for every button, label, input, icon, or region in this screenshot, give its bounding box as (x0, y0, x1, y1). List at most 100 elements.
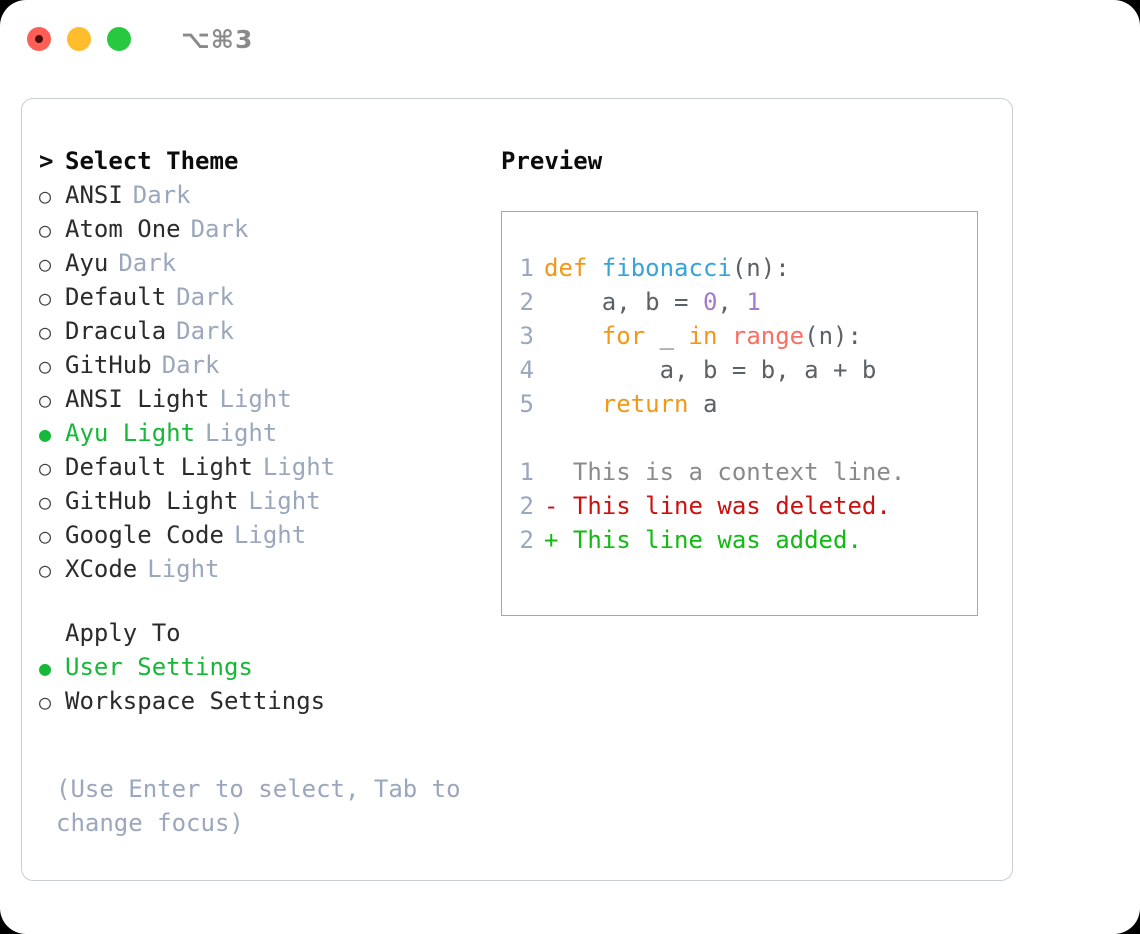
radio-icon[interactable]: ○ (39, 252, 52, 276)
keyboard-hint-text: (Use Enter to select, Tab to change focu… (56, 775, 461, 837)
diff-line-context: 1 This is a context line. (502, 458, 977, 492)
line-number: 3 (519, 322, 534, 350)
radio-icon[interactable]: ○ (39, 524, 52, 548)
list-item[interactable]: ○ Default Light Light (39, 453, 489, 487)
code-line: 1 def fibonacci(n): (502, 254, 977, 288)
list-item[interactable]: ○ GitHub Light Light (39, 487, 489, 521)
zoom-icon[interactable] (107, 27, 131, 51)
code-text: for _ in range(n): (544, 322, 862, 350)
theme-name: GitHub Light (65, 487, 239, 515)
token-number: 1 (746, 288, 761, 316)
apply-to-title: Apply To (65, 619, 181, 647)
radio-icon[interactable]: ○ (39, 456, 52, 480)
theme-name: Atom One (65, 215, 181, 243)
code-line: 5 return a (502, 390, 977, 424)
apply-to-label: User Settings (65, 653, 253, 681)
token-plain: (n): (804, 322, 862, 350)
theme-name: ANSI (65, 181, 123, 209)
token-keyword: for (601, 322, 646, 350)
line-number: 2 (519, 492, 534, 520)
token-plain (544, 322, 602, 350)
theme-name: Ayu (65, 249, 109, 277)
list-item-selected[interactable]: ● Ayu Light Light (39, 419, 489, 453)
line-number: 1 (519, 254, 534, 282)
radio-icon[interactable]: ○ (39, 354, 52, 378)
token-number: 0 (702, 288, 718, 316)
apply-to-header: · Apply To (39, 619, 489, 653)
theme-tag: Light (147, 555, 220, 583)
panel-columns: > Select Theme ○ ANSI Dark ○ Atom One Da… (22, 99, 1012, 880)
list-item[interactable]: ○ Atom One Dark (39, 215, 489, 249)
token-plain: , (717, 288, 747, 316)
list-item[interactable]: ○ ANSI Light Light (39, 385, 489, 419)
list-item[interactable]: ○ XCode Light (39, 555, 489, 589)
radio-icon-selected[interactable]: ● (39, 656, 52, 680)
token-plain: a, b = b, a + b (544, 356, 877, 384)
token-plain (717, 322, 731, 350)
token-plain (544, 390, 602, 418)
theme-name: XCode (65, 555, 138, 583)
list-item[interactable]: ○ ANSI Dark (39, 181, 489, 215)
minimize-icon[interactable] (67, 27, 91, 51)
theme-list-header: > Select Theme (39, 147, 489, 181)
code-text: return a (544, 390, 718, 418)
radio-icon[interactable]: ○ (39, 388, 52, 412)
list-item[interactable]: ○ Google Code Light (39, 521, 489, 555)
apply-to-option-selected[interactable]: ● User Settings (39, 653, 489, 687)
theme-selector-column: > Select Theme ○ ANSI Dark ○ Atom One Da… (39, 147, 489, 837)
code-text: def fibonacci(n): (544, 254, 790, 282)
theme-name: Default Light (65, 453, 253, 481)
title-bar: ⌥⌘3 (0, 0, 1140, 78)
theme-tag: Dark (176, 317, 234, 345)
radio-icon[interactable]: ○ (39, 320, 52, 344)
code-line: 3 for _ in range(n): (502, 322, 977, 356)
preview-panel: 1 def fibonacci(n): 2 a, b = 0, 1 3 for … (501, 211, 978, 616)
line-number: 1 (519, 458, 534, 486)
token-builtin: range (731, 322, 805, 350)
diff-line-added: 2 + This line was added. (502, 526, 977, 560)
theme-tag: Dark (118, 249, 177, 277)
list-item[interactable]: ○ Ayu Dark (39, 249, 489, 283)
radio-icon-selected[interactable]: ● (39, 422, 52, 446)
theme-name: Default (65, 283, 167, 311)
theme-name: ANSI Light (65, 385, 210, 413)
list-item[interactable]: ○ GitHub Dark (39, 351, 489, 385)
code-line: 4 a, b = b, a + b (502, 356, 977, 390)
list-item[interactable]: ○ Dracula Dark (39, 317, 489, 351)
theme-list: ○ ANSI Dark ○ Atom One Dark ○ Ayu Dark (39, 181, 489, 589)
theme-name: Ayu Light (65, 419, 196, 447)
preview-column: Preview 1 def fibonacci(n): 2 a, b = 0, … (501, 147, 1001, 616)
close-icon[interactable] (27, 27, 51, 51)
list-item[interactable]: ○ Default Dark (39, 283, 489, 317)
window-controls (27, 27, 131, 51)
theme-list-title: Select Theme (65, 147, 239, 175)
diff-prefix (544, 458, 573, 486)
radio-icon[interactable]: ○ (39, 490, 52, 514)
code-text: a, b = 0, 1 (544, 288, 761, 316)
theme-tag: Dark (190, 215, 249, 243)
apply-to-option[interactable]: ○ Workspace Settings (39, 687, 489, 721)
line-number: 4 (519, 356, 534, 384)
theme-tag: Dark (176, 283, 234, 311)
radio-icon[interactable]: ○ (39, 286, 52, 310)
token-plain: a (688, 390, 718, 418)
radio-icon[interactable]: ○ (39, 184, 52, 208)
apply-to-list: ● User Settings ○ Workspace Settings (39, 653, 489, 721)
radio-icon[interactable]: ○ (39, 690, 52, 714)
spacer-row (502, 424, 977, 458)
diff-line-deleted: 2 - This line was deleted. (502, 492, 977, 526)
theme-name: Google Code (65, 521, 224, 549)
line-number: 5 (519, 390, 534, 418)
radio-icon[interactable]: ○ (39, 558, 52, 582)
diff-text: This is a context line. (572, 458, 906, 486)
line-number: 2 (519, 288, 534, 316)
theme-tag: Light (248, 487, 321, 515)
theme-tag: Light (219, 385, 292, 413)
radio-icon[interactable]: ○ (39, 218, 52, 242)
diff-text: This line was added. (572, 526, 862, 554)
token-plain: a, b = (544, 288, 703, 316)
theme-tag: Dark (161, 351, 220, 379)
theme-tag: Light (233, 521, 307, 549)
main-panel: > Select Theme ○ ANSI Dark ○ Atom One Da… (21, 98, 1013, 881)
